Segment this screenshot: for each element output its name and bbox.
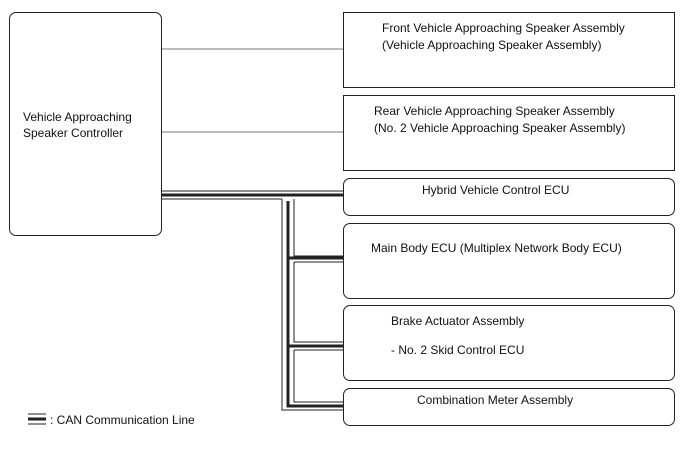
combination-meter-label: Combination Meter Assembly <box>417 393 574 407</box>
can-bus <box>162 190 344 411</box>
main-body-ecu-label: Main Body ECU (Multiplex Network Body EC… <box>371 241 622 255</box>
brake-actuator-assembly: Brake Actuator Assembly - No. 2 Skid Con… <box>343 305 675 381</box>
legend-can-label: : CAN Communication Line <box>50 413 195 427</box>
hybrid-ecu-label: Hybrid Vehicle Control ECU <box>422 183 570 197</box>
vehicle-approaching-speaker-controller: Vehicle Approaching Speaker Controller <box>9 12 162 236</box>
can-outer-vertical <box>281 199 344 411</box>
main-body-ecu: Main Body ECU (Multiplex Network Body EC… <box>343 223 675 299</box>
controller-label-line2: Speaker Controller <box>23 126 124 140</box>
rear-speaker-line2: (No. 2 Vehicle Approaching Speaker Assem… <box>374 121 626 135</box>
rear-speaker-line1: Rear Vehicle Approaching Speaker Assembl… <box>374 104 615 118</box>
front-speaker-assembly: Front Vehicle Approaching Speaker Assemb… <box>343 12 675 88</box>
controller-label-line1: Vehicle Approaching <box>23 110 132 124</box>
front-speaker-line2: (Vehicle Approaching Speaker Assembly) <box>382 38 602 52</box>
combination-meter-assembly: Combination Meter Assembly <box>343 388 675 426</box>
rear-speaker-assembly: Rear Vehicle Approaching Speaker Assembl… <box>343 95 675 171</box>
front-speaker-line1: Front Vehicle Approaching Speaker Assemb… <box>382 21 625 35</box>
can-inner-vertical <box>286 201 344 408</box>
brake-actuator-line2: - No. 2 Skid Control ECU <box>391 343 525 357</box>
can-line-legend-icon <box>28 413 46 425</box>
hybrid-vehicle-control-ecu: Hybrid Vehicle Control ECU <box>343 178 675 216</box>
brake-actuator-line1: Brake Actuator Assembly <box>391 314 525 328</box>
